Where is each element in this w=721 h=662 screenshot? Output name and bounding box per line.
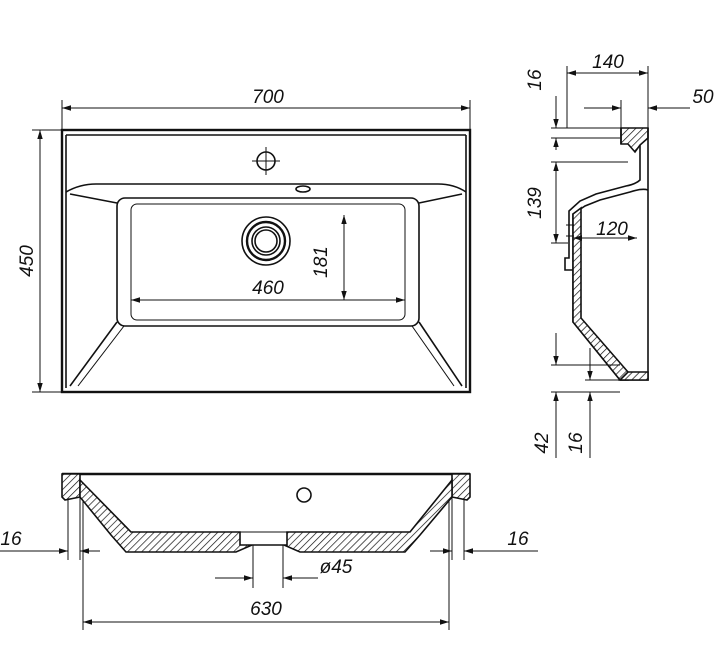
left-wall-section [61,473,81,501]
side-profile [572,128,649,381]
dim-label-16-left: 16 [0,529,22,550]
dim-label-drain: ø45 [320,557,353,578]
dim-label-630: 630 [250,599,282,620]
dim-label-450: 450 [17,245,38,277]
side-rim-section [620,127,649,154]
dim-label-140: 140 [592,52,624,73]
top-view: 700 450 460 181 [17,87,472,394]
side-view: 140 50 16 139 120 42 16 [525,52,714,458]
dim-label-16-top: 16 [525,69,546,91]
dim-label-120: 120 [596,219,628,240]
dim-label-460: 460 [252,278,284,299]
overflow-hole-icon [296,487,312,503]
dim-label-42: 42 [532,432,553,454]
bowl-rim [65,183,467,193]
dim-label-181: 181 [311,246,332,278]
bowl-bottom [116,197,420,327]
overflow-slot [295,185,311,193]
drain-icon [241,216,291,266]
dim-label-700: 700 [252,87,284,108]
dim-label-16-right: 16 [507,529,529,550]
front-bowl-section [79,477,453,553]
dim-label-139: 139 [525,187,546,219]
front-view: 16 16 ø45 630 [0,472,538,630]
dim-label-50: 50 [692,87,714,108]
dim-label-16-bottom: 16 [566,432,587,454]
basin-outline [60,128,472,394]
tap-hole-icon [252,147,280,175]
right-wall-section [451,473,471,501]
